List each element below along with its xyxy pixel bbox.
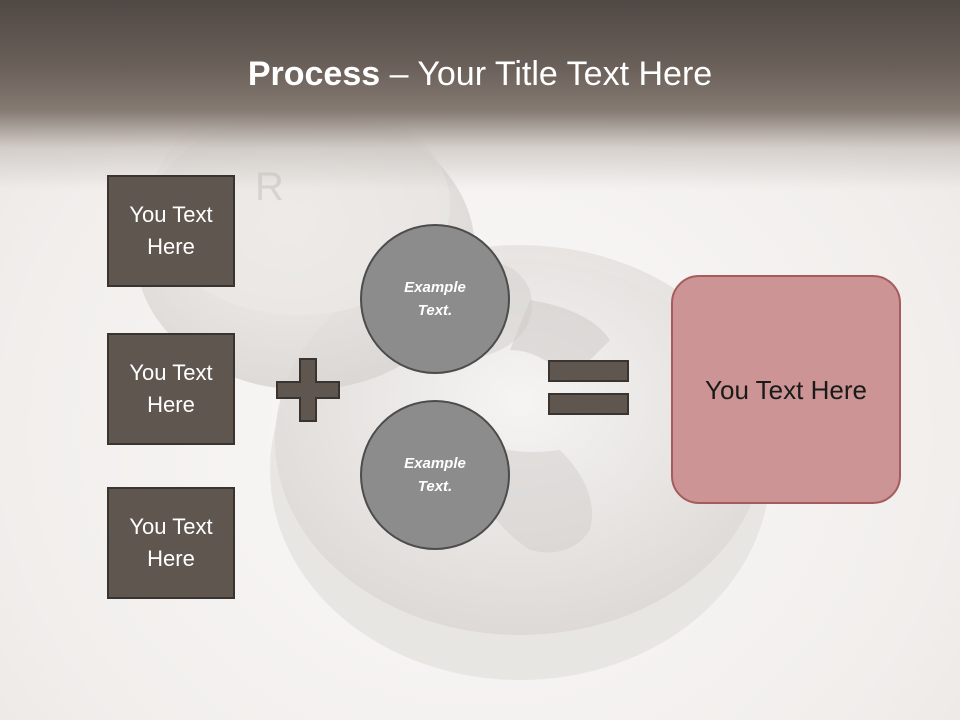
plus-icon: [276, 358, 340, 422]
text-box-3-label: You Text Here: [129, 514, 213, 571]
example-circle-2-label: Example Text.: [404, 455, 466, 495]
example-circle-1[interactable]: Example Text.: [360, 224, 510, 374]
text-box-2[interactable]: You Text Here: [107, 333, 235, 445]
example-circle-2[interactable]: Example Text.: [360, 400, 510, 550]
text-box-1-label: You Text Here: [129, 202, 213, 259]
result-box-label: You Text Here: [705, 374, 867, 405]
equals-icon: [548, 360, 629, 415]
text-box-2-label: You Text Here: [129, 360, 213, 417]
text-box-1[interactable]: You Text Here: [107, 175, 235, 287]
text-box-3[interactable]: You Text Here: [107, 487, 235, 599]
result-box[interactable]: You Text Here: [671, 275, 901, 504]
title-rest: – Your Title Text Here: [380, 55, 713, 93]
title-bold: Process: [247, 55, 381, 93]
example-circle-1-label: Example Text.: [404, 279, 466, 319]
title-bar: [0, 0, 960, 190]
slide-title[interactable]: Process – Your Title Text Here: [0, 52, 960, 96]
